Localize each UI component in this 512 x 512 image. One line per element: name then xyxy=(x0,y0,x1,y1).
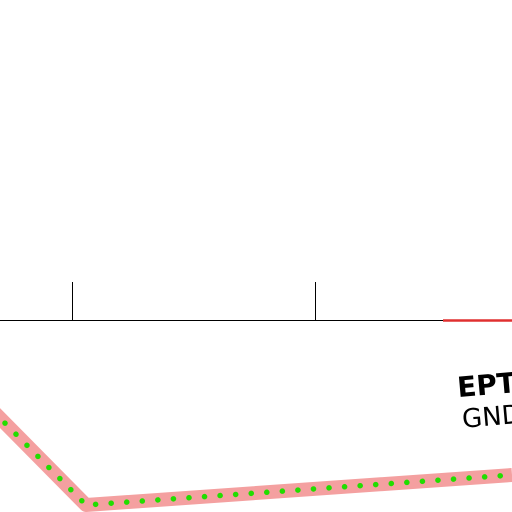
airspace-floor-label: GND xyxy=(461,400,512,435)
airspace-boundary xyxy=(0,282,512,321)
route[interactable] xyxy=(0,408,512,512)
route-buffer xyxy=(0,408,512,512)
airspace-label: EPT GND xyxy=(456,366,512,435)
airspace-code-label: EPT xyxy=(456,366,512,404)
